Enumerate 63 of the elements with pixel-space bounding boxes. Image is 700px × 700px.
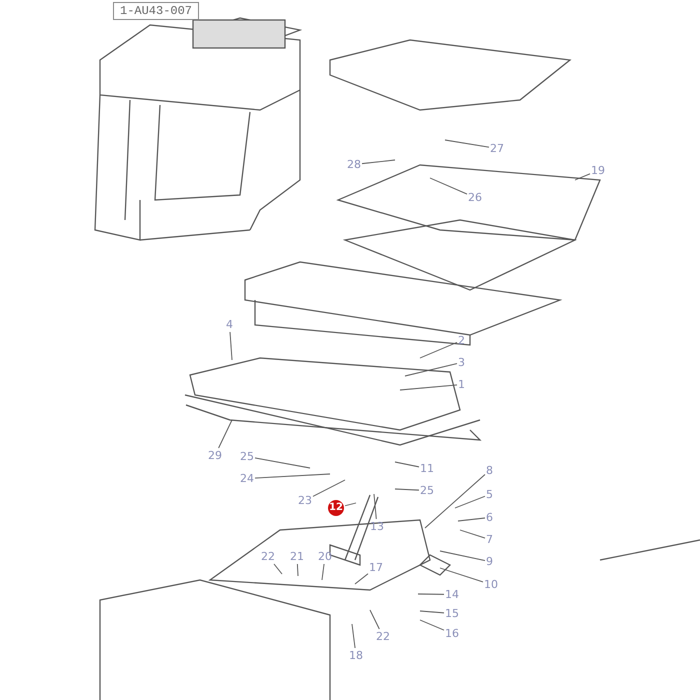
- leader-line: [420, 610, 444, 614]
- leader-line: [352, 624, 356, 648]
- callout-number: 29: [208, 449, 222, 462]
- leader-line: [418, 594, 444, 595]
- leader-line: [454, 496, 486, 508]
- callout-number: 25: [240, 450, 254, 463]
- leader-line: [400, 384, 458, 390]
- leader-line: [362, 160, 396, 164]
- callout-number: 11: [420, 462, 434, 475]
- leader-line: [296, 564, 298, 576]
- callout-number: 7: [486, 533, 493, 546]
- callout-number: 24: [240, 472, 254, 485]
- drawing-reference-label: 1-AU43-007: [113, 2, 200, 20]
- leader-line: [374, 494, 377, 520]
- callout-number: 8: [486, 464, 493, 477]
- leader-line: [440, 550, 486, 561]
- callout-number: 23: [298, 494, 312, 507]
- leader-line: [420, 342, 458, 358]
- highlighted-callout-number: 12: [328, 500, 344, 516]
- callout-number: 10: [484, 578, 498, 591]
- callout-number: 17: [369, 561, 383, 574]
- leader-line: [460, 530, 486, 538]
- leader-line: [420, 620, 444, 631]
- callout-number: 20: [318, 550, 332, 563]
- leader-line: [430, 178, 468, 194]
- leader-line: [424, 474, 486, 528]
- callout-number: 18: [349, 649, 363, 662]
- callout-number: 26: [468, 191, 482, 204]
- callout-number: 5: [486, 488, 493, 501]
- callout-number: 19: [591, 164, 605, 177]
- callout-number: 1: [458, 378, 465, 391]
- callout-number: 22: [261, 550, 275, 563]
- leader-line: [354, 573, 368, 584]
- callout-number: 16: [445, 627, 459, 640]
- callout-number: 9: [486, 555, 493, 568]
- leader-line: [344, 502, 356, 506]
- leader-line: [254, 474, 330, 479]
- leader-line: [230, 332, 232, 360]
- callout-number: 27: [490, 142, 504, 155]
- leader-line: [440, 568, 484, 582]
- callout-number: 14: [445, 588, 459, 601]
- leader-line: [370, 610, 380, 630]
- leader-line: [274, 564, 282, 574]
- leader-line: [394, 462, 420, 468]
- callout-number: 13: [370, 520, 384, 533]
- callout-number: 6: [486, 511, 493, 524]
- leader-line: [394, 488, 420, 491]
- leader-line: [322, 564, 324, 580]
- leader-line: [254, 458, 310, 468]
- leader-line: [444, 140, 490, 148]
- callout-number: 2: [458, 334, 465, 347]
- leader-line: [312, 480, 346, 497]
- leader-line: [404, 363, 458, 376]
- leader-line: [218, 420, 232, 448]
- callout-number: 21: [290, 550, 304, 563]
- callout-number: 25: [420, 484, 434, 497]
- leader-line: [458, 518, 486, 522]
- leader-line: [574, 173, 590, 180]
- callout-number: 3: [458, 356, 465, 369]
- callout-number: 15: [445, 607, 459, 620]
- callout-number: 28: [347, 158, 361, 171]
- callout-number: 22: [376, 630, 390, 643]
- callout-number: 4: [226, 318, 233, 331]
